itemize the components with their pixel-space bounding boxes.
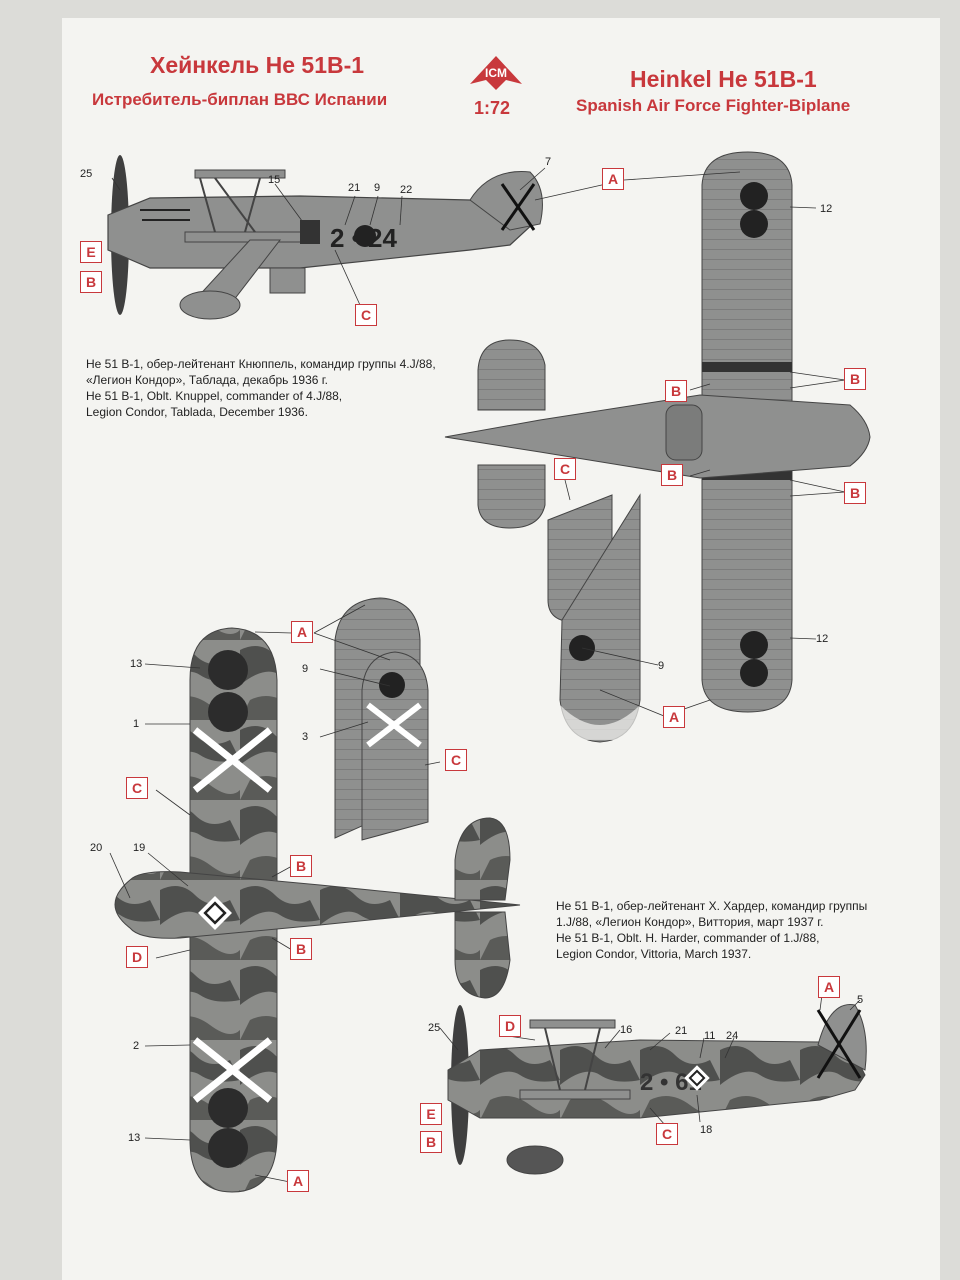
callout-9: 9 bbox=[658, 660, 665, 672]
callout-22: 22 bbox=[400, 184, 413, 196]
scale-label: 1:72 bbox=[474, 98, 511, 118]
callout-16: 16 bbox=[620, 1024, 633, 1036]
callout-3: 3 bbox=[302, 731, 309, 743]
caption-line: He 51 B-1, обер-лейтенант Х. Хардер, ком… bbox=[556, 899, 868, 913]
color-label-a: A bbox=[602, 168, 624, 190]
callout-19: 19 bbox=[133, 842, 146, 854]
aircraft1-side-view: 2 • 24 bbox=[107, 155, 543, 320]
color-label-e: E bbox=[80, 241, 102, 263]
caption-line: He 51 B-1, Oblt. Knuppel, commander of 4… bbox=[86, 389, 343, 403]
color-label-c: C bbox=[656, 1123, 678, 1145]
aircraft2-lower-wing-view bbox=[334, 597, 429, 841]
callout-11: 11 bbox=[704, 1030, 716, 1042]
color-label-e: E bbox=[420, 1103, 442, 1125]
caption-line: Legion Condor, Tablada, December 1936. bbox=[86, 405, 308, 419]
aircraft2-top-view bbox=[114, 627, 521, 1193]
callout-13: 13 bbox=[130, 658, 143, 670]
callout-18: 18 bbox=[700, 1124, 713, 1136]
callout-9: 9 bbox=[374, 182, 381, 194]
aircraft1-top-view bbox=[444, 151, 871, 713]
callout-12: 12 bbox=[820, 203, 833, 215]
callout-7: 7 bbox=[545, 156, 552, 168]
caption-line: 1.J/88, «Легион Кондор», Виттория, март … bbox=[556, 915, 824, 929]
caption-line: Legion Condor, Vittoria, March 1937. bbox=[556, 947, 752, 961]
color-label-d: D bbox=[499, 1015, 521, 1037]
color-label-b: B bbox=[844, 482, 866, 504]
color-label-c: C bbox=[126, 777, 148, 799]
caption-aircraft-2: He 51 B-1, обер-лейтенант Х. Хардер, ком… bbox=[556, 898, 867, 962]
color-label-b: B bbox=[661, 464, 683, 486]
color-label-a: A bbox=[291, 621, 313, 643]
aircraft1-lower-wing-view bbox=[547, 493, 641, 743]
brand-text: ICM bbox=[485, 66, 507, 80]
subtitle-ru: Истребитель-биплан ВВС Испании bbox=[92, 90, 388, 109]
callout-9: 9 bbox=[302, 663, 309, 675]
color-label-b: B bbox=[844, 368, 866, 390]
callout-1: 1 bbox=[133, 718, 140, 730]
callout-13: 13 bbox=[128, 1132, 141, 1144]
callout-5: 5 bbox=[857, 994, 864, 1006]
callout-25: 25 bbox=[428, 1022, 441, 1034]
callout-25: 25 bbox=[80, 168, 93, 180]
color-label-b: B bbox=[290, 938, 312, 960]
color-label-c: C bbox=[355, 304, 377, 326]
color-label-c: C bbox=[554, 458, 576, 480]
caption-line: «Легион Кондор», Таблада, декабрь 1936 г… bbox=[86, 373, 329, 387]
color-label-a: A bbox=[287, 1170, 309, 1192]
callout-21: 21 bbox=[675, 1025, 688, 1037]
color-label-c: C bbox=[445, 749, 467, 771]
callout-21: 21 bbox=[348, 182, 361, 194]
callout-24: 24 bbox=[726, 1030, 739, 1042]
color-label-a: A bbox=[663, 706, 685, 728]
caption-aircraft-1: He 51 B-1, обер-лейтенант Кнюппель, кома… bbox=[86, 356, 436, 420]
color-label-a: A bbox=[818, 976, 840, 998]
callout-20: 20 bbox=[90, 842, 103, 854]
title-ru: Хейнкель He 51B-1 bbox=[150, 52, 365, 78]
callout-12: 12 bbox=[816, 633, 829, 645]
color-label-b: B bbox=[80, 271, 102, 293]
color-label-b: B bbox=[420, 1131, 442, 1153]
title-en: Heinkel He 51B-1 bbox=[630, 66, 817, 92]
color-label-b: B bbox=[665, 380, 687, 402]
color-label-b: B bbox=[290, 855, 312, 877]
leader-lines bbox=[109, 167, 861, 1183]
caption-line: He 51 B-1, обер-лейтенант Кнюппель, кома… bbox=[86, 357, 436, 371]
callout-2: 2 bbox=[133, 1040, 140, 1052]
caption-line: He 51 B-1, Oblt. H. Harder, commander of… bbox=[556, 931, 820, 945]
subtitle-en: Spanish Air Force Fighter-Biplane bbox=[576, 96, 851, 115]
icm-logo-icon: ICM bbox=[470, 56, 522, 90]
aircraft2-side-view: 2 • 61 bbox=[447, 1004, 867, 1175]
callout-15: 15 bbox=[268, 174, 281, 186]
color-label-d: D bbox=[126, 946, 148, 968]
